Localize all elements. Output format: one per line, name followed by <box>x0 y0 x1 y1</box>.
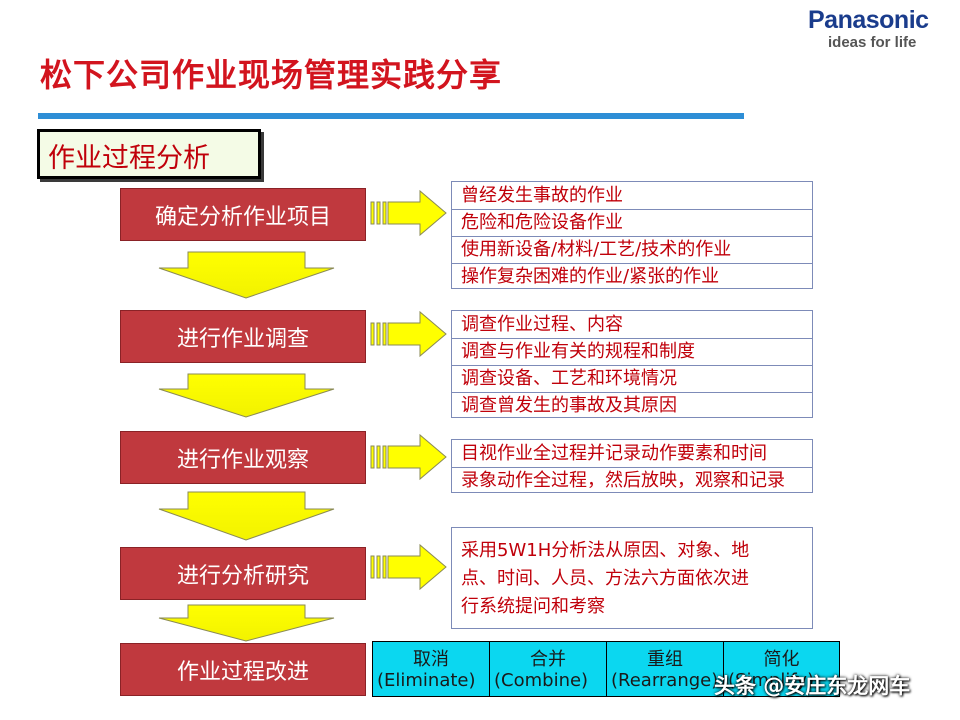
ecrs-cn-label: 简化 <box>763 649 800 670</box>
detail-box-observe: 目视作业全过程并记录动作要素和时间 录象动作全过程，然后放映，观察和记录 <box>451 439 813 493</box>
paragraph-line: 行系统提问和考察 <box>461 596 605 617</box>
list-item: 录象动作全过程，然后放映，观察和记录 <box>461 470 785 491</box>
page-title: 松下公司作业现场管理实践分享 <box>40 56 503 94</box>
list-item: 调查作业过程、内容 <box>461 314 623 335</box>
ecrs-cn-label: 合并 <box>530 649 566 670</box>
ecrs-en-label: (Rearrange) <box>611 670 719 691</box>
down-arrow-2 <box>158 373 335 418</box>
down-arrow-3 <box>158 491 335 541</box>
watermark: 头条 @安庄东龙网车 <box>714 674 911 698</box>
list-item: 目视作业全过程并记录动作要素和时间 <box>461 443 767 464</box>
ecrs-cell-simplify: 简化 (Simplify) <box>724 642 839 696</box>
right-arrow-2 <box>370 310 447 358</box>
step-analyze: 进行分析研究 <box>120 547 366 600</box>
ecrs-cn-label: 重组 <box>647 649 683 670</box>
section-label: 作业过程分析 <box>48 143 210 174</box>
step-investigate: 进行作业调查 <box>120 310 366 363</box>
ecrs-cell-eliminate: 取消 (Eliminate) <box>373 642 490 696</box>
detail-box-survey: 调查作业过程、内容 调查与作业有关的规程和制度 调查设备、工艺和环境情况 调查曾… <box>451 310 813 418</box>
down-arrow-4 <box>158 604 335 642</box>
ecrs-cell-combine: 合并 (Combine) <box>490 642 607 696</box>
list-item: 操作复杂困难的作业/紧张的作业 <box>461 266 720 287</box>
step-observe: 进行作业观察 <box>120 431 366 484</box>
list-item: 曾经发生事故的作业 <box>461 185 623 206</box>
list-item: 使用新设备/材料/工艺/技术的作业 <box>461 239 732 260</box>
ecrs-en-label: (Combine) <box>494 670 589 691</box>
ecrs-cn-label: 取消 <box>413 649 449 670</box>
down-arrow-1 <box>158 251 335 299</box>
step-improve: 作业过程改进 <box>120 643 366 696</box>
title-divider <box>38 113 744 119</box>
right-arrow-3 <box>370 433 447 481</box>
list-item: 调查与作业有关的规程和制度 <box>461 341 695 362</box>
ecrs-cell-rearrange: 重组 (Rearrange) <box>607 642 724 696</box>
right-arrow-4 <box>370 543 447 591</box>
detail-box-project-items: 曾经发生事故的作业 危险和危险设备作业 使用新设备/材料/工艺/技术的作业 操作… <box>451 181 813 289</box>
ecrs-table: 取消 (Eliminate) 合并 (Combine) 重组 (Rearrang… <box>372 641 840 697</box>
paragraph-line: 采用5W1H分析法从原因、对象、地 <box>461 540 750 561</box>
logo-tagline: ideas for life <box>828 34 917 51</box>
right-arrow-1 <box>370 189 447 237</box>
panasonic-logo: Panasonic <box>808 6 929 34</box>
ecrs-en-label: (Simplify) <box>728 670 815 691</box>
step-identify-items: 确定分析作业项目 <box>120 188 366 241</box>
list-item: 调查设备、工艺和环境情况 <box>461 368 677 389</box>
detail-box-research: 采用5W1H分析法从原因、对象、地 点、时间、人员、方法六方面依次进 行系统提问… <box>451 527 813 629</box>
section-label-box <box>37 129 261 179</box>
list-item: 调查曾发生的事故及其原因 <box>461 395 677 416</box>
paragraph-line: 点、时间、人员、方法六方面依次进 <box>461 568 749 589</box>
list-item: 危险和危险设备作业 <box>461 212 623 233</box>
ecrs-en-label: (Eliminate) <box>377 670 476 691</box>
